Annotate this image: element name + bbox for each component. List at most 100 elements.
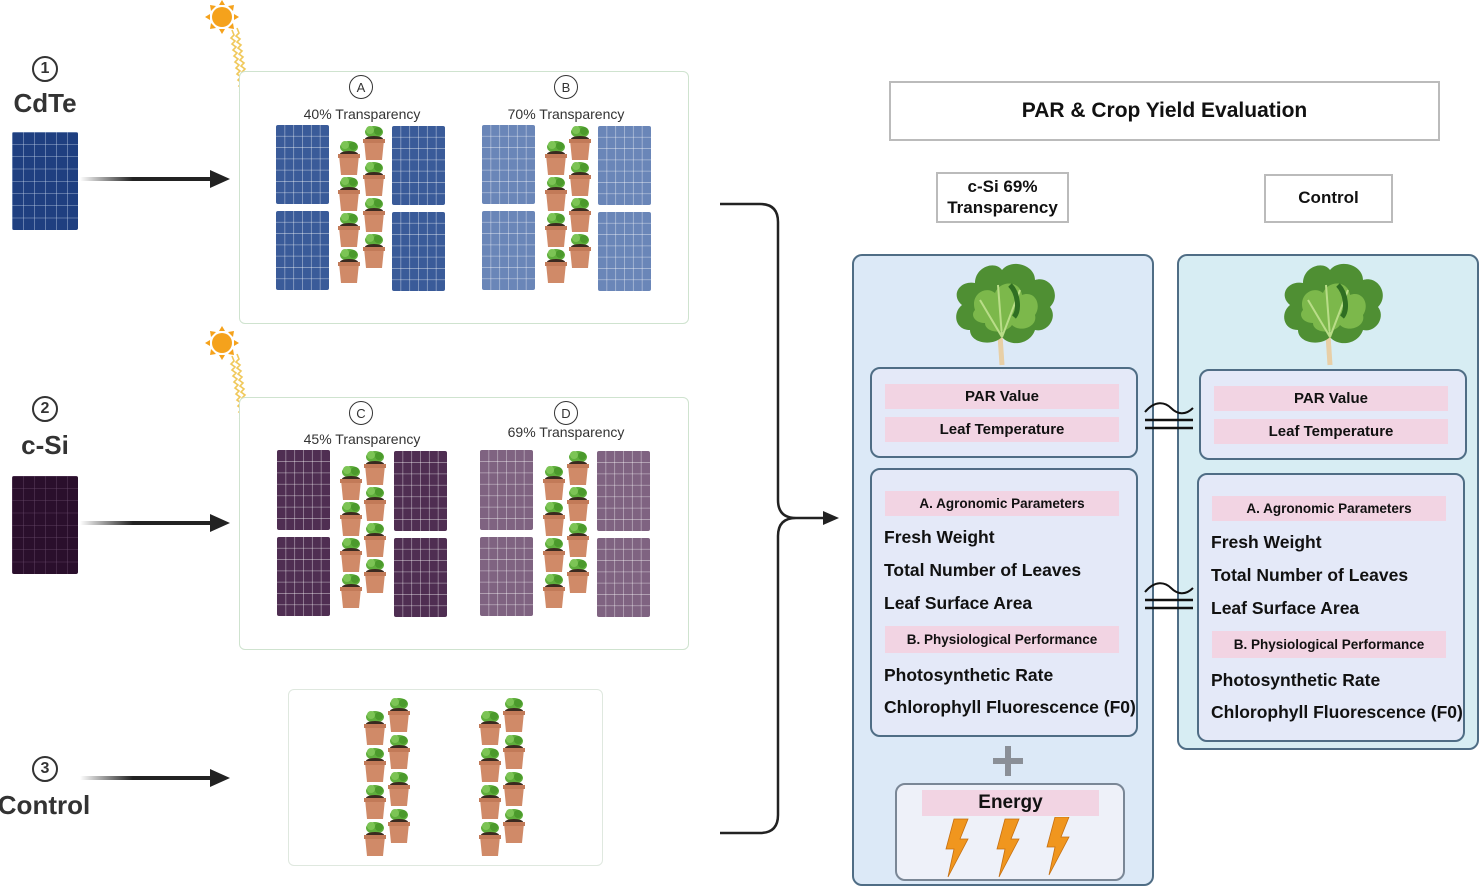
csi-section-a-label: A. Agronomic Parameters (885, 491, 1119, 516)
lightning-icon (945, 818, 969, 878)
potted-plant (364, 559, 386, 593)
potted-plant (338, 177, 360, 211)
potted-plant (364, 822, 386, 856)
potted-plant (543, 466, 565, 500)
potted-plant (340, 574, 362, 608)
control-par-value: PAR Value (1214, 386, 1448, 411)
control-section-b-label: B. Physiological Performance (1212, 631, 1446, 658)
potted-plant (503, 698, 525, 732)
csi-par-value: PAR Value (885, 384, 1119, 409)
potted-plant (569, 198, 591, 232)
energy-card: Energy (895, 783, 1125, 881)
potted-plant (479, 748, 501, 782)
setup-b-solar-panel (482, 125, 535, 204)
potted-plant (363, 234, 385, 268)
setup-d-solar-panel (597, 538, 650, 617)
potted-plant (543, 538, 565, 572)
setup-c-solar-panel (394, 538, 447, 617)
csi-photosynthetic-rate: Photosynthetic Rate (884, 665, 1054, 685)
control-fresh-weight: Fresh Weight (1211, 532, 1322, 552)
csi-chlorophyll-fluorescence: Chlorophyll Fluorescence (F0) (884, 697, 1136, 717)
group-3-name: Control (0, 790, 91, 820)
control-parameters-card: A. Agronomic Parameters Fresh Weight Tot… (1197, 473, 1465, 742)
potted-plant (340, 502, 362, 536)
potted-plant (364, 523, 386, 557)
control-setup-panel (288, 689, 603, 866)
potted-plant (364, 487, 386, 521)
group-2-number: 2 (32, 396, 58, 422)
csi-microclimate-card: PAR Value Leaf Temperature (870, 367, 1138, 458)
csi-total-leaves: Total Number of Leaves (884, 560, 1082, 580)
setup-b-solar-panel (598, 212, 651, 291)
lightning-icon (1046, 817, 1070, 876)
potted-plant (338, 213, 360, 247)
setup-d-transparency: 69% Transparency (507, 424, 625, 440)
csi-section-b-label: B. Physiological Performance (885, 626, 1119, 653)
control-leaf-surface-area: Leaf Surface Area (1211, 598, 1360, 618)
control-microclimate-card: PAR Value Leaf Temperature (1199, 369, 1467, 460)
setup-b-solar-panel (598, 126, 651, 205)
potted-plant (388, 698, 410, 732)
potted-plant (545, 249, 567, 283)
approx-equal-icon-parameters (1144, 582, 1194, 610)
lightning-bolts (945, 817, 1070, 878)
setup-c-transparency: 45% Transparency (303, 431, 421, 447)
potted-plant (388, 735, 410, 769)
csi-parameters-card: A. Agronomic Parameters Fresh Weight Tot… (870, 468, 1138, 737)
potted-plant (503, 809, 525, 843)
setup-a-solar-panel (392, 126, 445, 205)
setup-a-badge: A (349, 75, 373, 99)
potted-plant (364, 711, 386, 745)
potted-plant (569, 162, 591, 196)
control-leaf-temperature: Leaf Temperature (1214, 419, 1448, 444)
lettuce-icon-control (1284, 263, 1383, 366)
group-1-name: CdTe (13, 88, 77, 118)
group-3-number: 3 (32, 756, 58, 782)
csi-header-line2: Transparency (947, 197, 1058, 217)
group-1-number: 1 (32, 56, 58, 82)
potted-plant (569, 234, 591, 268)
potted-plant (338, 141, 360, 175)
merge-bracket-arrow (720, 202, 839, 835)
potted-plant (503, 772, 525, 806)
setup-d-solar-panel (480, 450, 533, 530)
setup-d-solar-panel (597, 451, 650, 531)
setup-c-solar-panel (277, 537, 330, 616)
group-2-name: c-Si (21, 430, 69, 460)
setup-c-badge: C (349, 401, 373, 425)
csi-69-column-header: c-Si 69% Transparency (936, 172, 1069, 223)
plus-icon (993, 746, 1023, 776)
potted-plant (543, 574, 565, 608)
control-total-leaves: Total Number of Leaves (1211, 565, 1409, 585)
control-chlorophyll-fluorescence: Chlorophyll Fluorescence (F0) (1211, 702, 1463, 722)
potted-plant (388, 809, 410, 843)
potted-plant (364, 451, 386, 485)
potted-plant (543, 502, 565, 536)
potted-plant (479, 822, 501, 856)
lettuce-icon-csi (956, 263, 1055, 366)
potted-plant (338, 249, 360, 283)
control-photosynthetic-rate: Photosynthetic Rate (1211, 670, 1381, 690)
csi-leaf-surface-area: Leaf Surface Area (884, 593, 1033, 613)
arrow-group-2 (80, 514, 230, 532)
energy-label: Energy (922, 790, 1099, 816)
setup-b-solar-panel (482, 211, 535, 290)
potted-plant (479, 785, 501, 819)
potted-plant (340, 466, 362, 500)
setup-b-badge: B (554, 75, 578, 99)
potted-plant (479, 711, 501, 745)
arrow-group-1 (80, 170, 230, 188)
potted-plant (503, 735, 525, 769)
csi-solar-panel-icon (12, 476, 78, 574)
potted-plant (567, 451, 589, 485)
setup-c-solar-panel (277, 450, 330, 530)
setup-a-solar-panel (276, 125, 329, 204)
potted-plant (567, 487, 589, 521)
setup-a-transparency: 40% Transparency (303, 106, 421, 122)
potted-plant (567, 559, 589, 593)
cdte-solar-panel-icon (12, 132, 78, 230)
setup-a-solar-panel (276, 211, 329, 290)
csi-header-line1: c-Si 69% (967, 177, 1038, 197)
potted-plant (388, 772, 410, 806)
setup-d-solar-panel (480, 537, 533, 616)
